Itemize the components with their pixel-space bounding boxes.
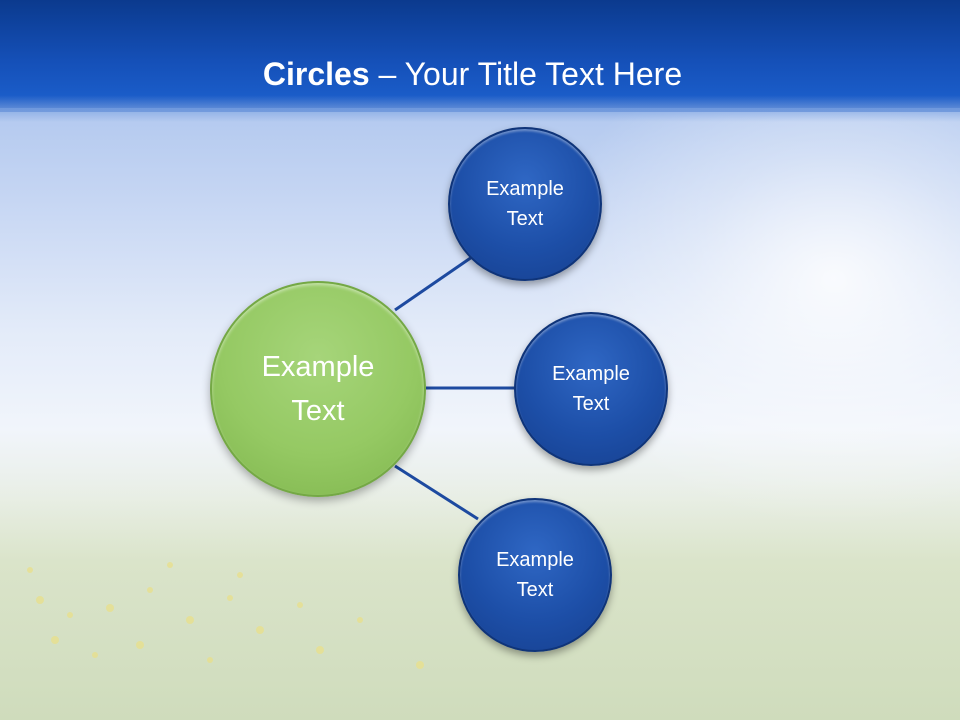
- node-circle-bottom: Example Text: [458, 498, 612, 652]
- node-circle-middle: Example Text: [514, 312, 668, 466]
- node-top-line2: Text: [506, 208, 544, 230]
- node-bottom-line1: Example: [496, 549, 574, 571]
- node-middle-line1: Example: [552, 363, 630, 385]
- title-rest: – Your Title Text Here: [369, 56, 683, 92]
- hub-label-line2: Text: [291, 395, 345, 427]
- connector-top: [394, 255, 473, 312]
- connector-bottom: [394, 464, 479, 521]
- hub-circle: Example Text: [210, 281, 426, 497]
- node-bottom-line2: Text: [516, 579, 554, 601]
- slide-title: Circles – Your Title Text Here: [0, 54, 945, 94]
- title-bar: [0, 0, 960, 122]
- title-bold: Circles: [262, 56, 370, 92]
- node-middle-line2: Text: [572, 393, 610, 415]
- node-circle-top: Example Text: [448, 127, 602, 281]
- hub-label-line1: Example: [261, 351, 375, 383]
- node-top-line1: Example: [486, 178, 564, 200]
